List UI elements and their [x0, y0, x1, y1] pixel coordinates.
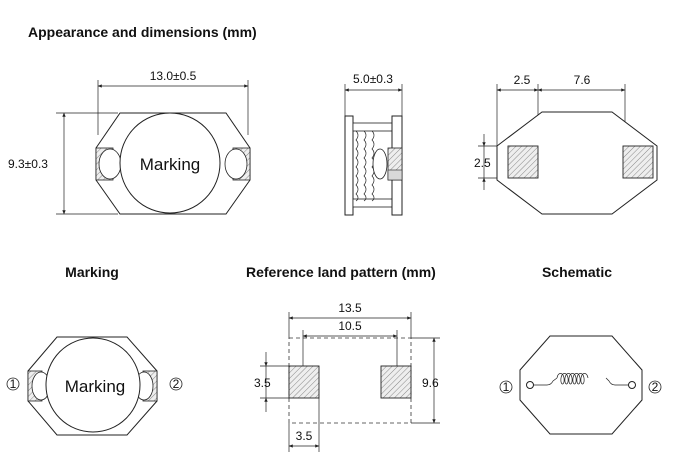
pin1-marker: [6, 377, 20, 391]
side-view: 5.0±0.3: [344, 72, 403, 216]
width-dim-label: 9.3±0.3: [8, 157, 48, 171]
coil-symbol: [556, 373, 589, 385]
pin1-label: 1: [10, 377, 17, 391]
pin2-label: 2: [173, 377, 180, 391]
land-pad-right: [380, 365, 412, 399]
land-pattern-heading: Reference land pattern (mm): [246, 264, 436, 280]
pin2-marker: [169, 377, 183, 391]
land-outer-label: 13.5: [338, 301, 362, 315]
schematic-pin1-label: 1: [503, 380, 510, 394]
pad-bottom-left: [507, 145, 539, 179]
terminal-width-label: 2.5: [474, 156, 491, 170]
schematic-body: [519, 335, 643, 435]
top-view: 13.0±0.5 9.3±0.3 Marking: [8, 69, 251, 215]
land-pattern-view: 13.5 10.5 3.5 9.6 3.5: [254, 301, 440, 452]
core-circle: [119, 112, 221, 214]
land-inner-label: 10.5: [338, 319, 362, 333]
schematic-pin2-label: 2: [652, 380, 659, 394]
terminal-pitch-label: 7.6: [574, 73, 591, 87]
pad-bottom-right: [622, 145, 654, 179]
marking-heading: Marking: [65, 264, 119, 280]
marking-label-top: Marking: [140, 155, 200, 174]
schematic-heading: Schematic: [541, 264, 613, 280]
land-overall-height-label: 9.6: [422, 376, 439, 390]
length-dim-label: 13.0±0.5: [150, 69, 197, 83]
land-pad-height-label: 3.5: [254, 376, 271, 390]
marking-view: Marking 1 2: [6, 336, 183, 436]
land-pad-width-label: 3.5: [296, 429, 313, 443]
bottom-view: 2.5 7.6 2.5: [474, 73, 658, 215]
appearance-heading: Appearance and dimensions (mm): [28, 24, 257, 40]
marking-label: Marking: [65, 377, 125, 396]
core-lobe-right: [224, 148, 248, 180]
core-lobe-left: [98, 148, 122, 180]
land-pad-left: [288, 365, 320, 399]
inductor-body-bottom: [496, 111, 658, 215]
height-dim-label: 5.0±0.3: [353, 72, 393, 86]
terminal-offset-label: 2.5: [514, 73, 531, 87]
schematic-view: 1 2: [499, 335, 662, 435]
